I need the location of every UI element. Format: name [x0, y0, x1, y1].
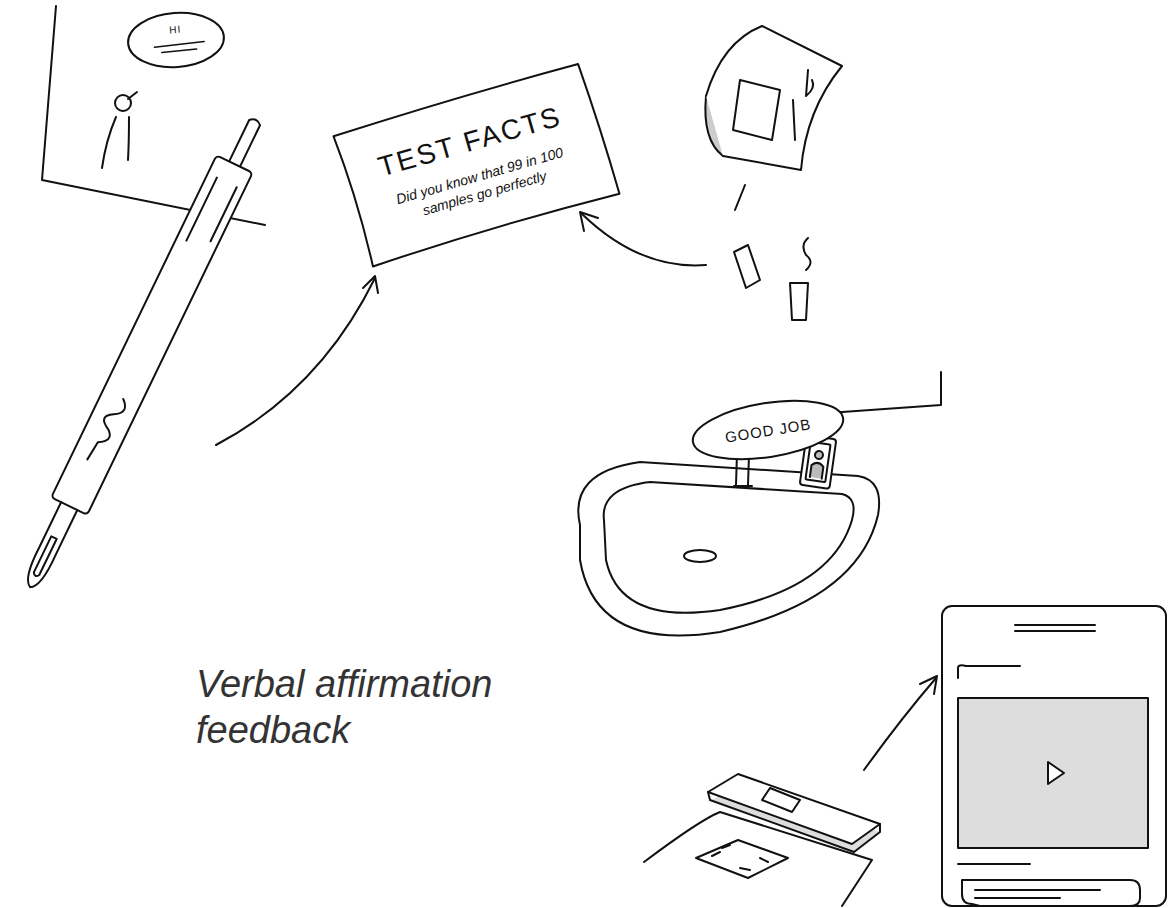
chat-lines	[975, 890, 1100, 898]
phone-frame	[942, 606, 1166, 906]
arrow-line	[864, 678, 936, 770]
wall-line	[828, 372, 941, 413]
bubble-tail	[128, 92, 137, 99]
arrow-line	[216, 278, 375, 445]
sink-outer	[578, 462, 879, 636]
phone-line	[958, 863, 1030, 865]
arrow-line	[582, 214, 706, 265]
speech-bubble: HI	[124, 8, 228, 73]
phone-heading	[958, 665, 1020, 678]
arrow-head	[580, 212, 598, 231]
package-window	[733, 80, 780, 140]
shape-outline	[124, 8, 228, 73]
phone-speaker	[1015, 625, 1095, 631]
falling-strip	[734, 245, 760, 288]
shape-outline	[330, 61, 622, 270]
chat-bubble	[962, 880, 1140, 906]
node-title: HI	[169, 23, 182, 35]
package	[706, 26, 842, 170]
qr-card	[696, 840, 788, 878]
facts-card: TEST FACTSDid you know that 99 in 100 sa…	[330, 61, 622, 270]
speech-bubble: GOOD JOB	[686, 389, 849, 471]
falling-strip	[790, 238, 811, 320]
video-box	[958, 698, 1148, 848]
arrow-head	[920, 676, 937, 694]
play-icon	[1048, 762, 1064, 784]
caption-text: Verbal affirmation feedback	[196, 662, 556, 753]
arrow-head	[363, 276, 378, 293]
card-outline	[332, 62, 619, 267]
kit-label	[762, 788, 800, 812]
bubble-outline	[126, 10, 226, 71]
kit-side	[708, 792, 880, 852]
scribble-lines	[154, 42, 204, 54]
bubble-outline	[689, 391, 848, 468]
qr-corners	[712, 845, 768, 870]
drain	[684, 550, 716, 562]
faucet-base	[734, 485, 752, 487]
package-marks	[793, 70, 813, 140]
swab	[12, 111, 274, 596]
person-body	[102, 117, 129, 168]
sink-inner	[604, 482, 854, 613]
falling-string	[735, 185, 745, 210]
